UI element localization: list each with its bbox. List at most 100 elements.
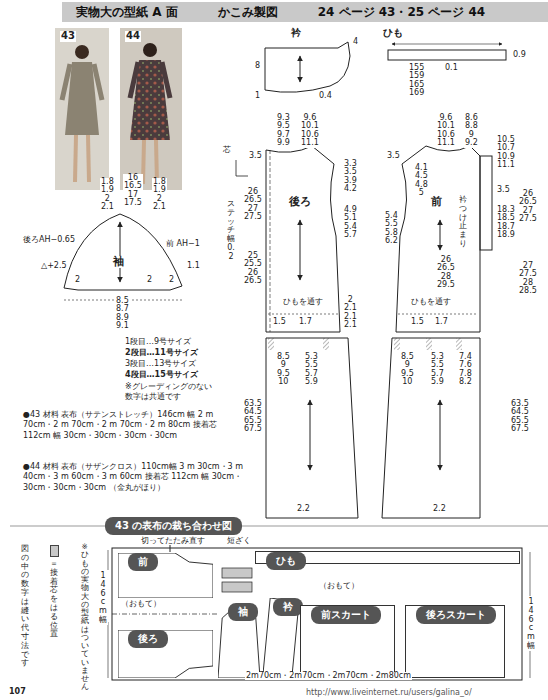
cutting-layout — [10, 526, 548, 686]
pattern-piece: 後ろ — [118, 630, 213, 678]
dimension-stack: 8.5 9 9.5 10 — [276, 353, 291, 387]
header-band: 実物大の型紙 A 面 かこみ製図 24 ページ 43・25 ページ 44 — [62, 2, 548, 22]
dimension-stack: 8.5 9 9.5 10 — [400, 353, 415, 387]
dimension-stack: 9.6 10.1 10.6 11.1 — [436, 114, 456, 148]
text-label: ●44 材料 表布（サザンクロス）110cm幅 3 m 30cm・3 m 40c… — [22, 462, 246, 493]
dimension-stack: 63.5 64.5 65.5 67.5 — [243, 400, 263, 434]
legend-text: ＝接着芯をはる位置 — [49, 560, 59, 639]
text-label: （おもて） — [120, 600, 162, 608]
text-label: 2.2 — [432, 505, 447, 513]
text-label: 2 — [168, 276, 175, 284]
piece-name: 後ろスカート — [416, 606, 496, 624]
vertical-note: 146 cm 幅 — [98, 572, 108, 625]
text-label: 43 — [60, 31, 76, 42]
text-label: ひもを通す — [410, 298, 452, 306]
header-text: かこみ製図 — [218, 4, 278, 21]
text-label: 8 — [254, 62, 261, 70]
text-label: 2 — [146, 276, 153, 284]
dimension-stack: 25 25.5 26 26.5 — [243, 252, 263, 286]
text-label: 0.1 — [444, 64, 459, 72]
text-label: 衿 — [290, 28, 302, 39]
text-label: 4段目…15号サイズ — [124, 371, 199, 379]
text-label: 3段目…13号サイズ — [124, 360, 197, 368]
piece-name: 後ろ — [128, 630, 168, 648]
text-label: 107 — [8, 688, 27, 696]
dimension-stack: 5.4 5.5 5.8 6.2 — [384, 212, 399, 246]
dimension-stack: 16 16.5 17 17.5 — [123, 174, 143, 208]
text-label: 1.5 — [272, 318, 287, 326]
dimension-stack: 9.6 10.1 10.6 11.1 — [300, 114, 320, 148]
vertical-note: ※ひもの実物大の型紙はついていません — [80, 543, 90, 692]
dimension-stack: 18.3 18.5 18.7 18.9 — [496, 206, 516, 240]
text-label: 0.9 — [512, 51, 527, 59]
dimension-stack: 5.3 5.5 5.7 5.9 — [304, 353, 319, 387]
dimension-stack: 5.3 5.5 5.7 5.9 — [430, 353, 445, 387]
text-label: △+2.5 — [40, 262, 68, 270]
pattern-draft — [64, 42, 506, 518]
text-label: 芯 — [222, 146, 232, 154]
pattern-piece: 衿 — [263, 598, 299, 678]
text-label: 2.2 — [296, 505, 311, 513]
dimension-stack: 27 27.5 28 28.5 — [518, 262, 538, 296]
dimension-stack: 26 26.5 28 29.5 — [436, 256, 456, 290]
vertical-note: 図の中の数字は縫い代寸法です — [20, 545, 30, 668]
piece-name: 前 — [128, 553, 158, 571]
piece-name: 前スカート — [311, 606, 381, 624]
text-label: 1 — [254, 92, 261, 100]
text-label: ひもを通す — [282, 298, 324, 306]
legend-swatch — [50, 545, 59, 557]
text-label: 2m70cm・2m70cm・2m70cm・2m80cm — [245, 672, 412, 680]
text-label: 1.1 — [186, 262, 201, 270]
text-label: 2段目…11号サイズ — [124, 349, 199, 357]
text-label: 3.5 — [248, 152, 263, 160]
text-label: 1.7 — [298, 318, 313, 326]
dimension-stack: 155 159 165 169 — [408, 64, 425, 98]
pattern-piece: 前 — [118, 553, 213, 598]
dimension-stack: 63.5 64.5 65.5 67.5 — [510, 400, 530, 434]
text-label: ひも — [382, 28, 404, 39]
dimension-stack: 8.6 8.8 9 9.2 — [464, 114, 479, 148]
pattern-piece: 後ろスカート — [405, 605, 505, 678]
text-label: 前 — [430, 196, 443, 208]
dimension-stack: 26 26.5 27 27.5 — [243, 188, 263, 222]
text-label: 前 AH−1 — [165, 240, 201, 248]
text-label: 1.7 — [434, 318, 449, 326]
dimension-stack: 4.9 5.1 5.4 5.7 — [343, 206, 358, 240]
dimension-stack: 10.5 10.7 10.9 11.1 — [496, 136, 516, 170]
text-label: 後ろ — [288, 196, 312, 208]
text-label: ●43 材料 表布（サテンストレッチ）146cm 幅 2 m 70cm・2 m … — [22, 410, 246, 441]
text-label: 後ろAH−0.65 — [22, 236, 76, 244]
piece-name: ひも — [266, 552, 306, 570]
section-heading: 43 の表布の裁ち合わせ図 — [105, 517, 242, 535]
pattern-piece: 前スカート — [300, 605, 395, 678]
dimension-stack: 8.5 8.7 8.9 9.1 — [115, 297, 130, 331]
text-label: 3.5 — [496, 186, 511, 194]
piece-name: 衿 — [273, 598, 303, 616]
pattern-piece: 袖 — [218, 603, 260, 678]
dimension-stack: 9.3 9.5 9.7 9.9 — [276, 114, 291, 148]
dimension-stack: 2 2.1 2.1 2.1 — [343, 296, 358, 330]
piece-name: 袖 — [228, 603, 258, 621]
dimension-stack: 7.4 7.6 7.8 8.2 — [458, 353, 473, 387]
vertical-note: ステッチ幅 0.2 — [226, 200, 236, 262]
dimension-stack: 4.1 4.5 4.8 5 — [414, 164, 429, 198]
text-label: 1.5 — [410, 318, 425, 326]
vertical-note: 衿つけ止まり — [458, 196, 468, 249]
photo — [55, 28, 182, 190]
dimension-stack: 1.8 1.9 2 2.1 — [152, 178, 167, 212]
text-label: 切ってたたみ直す — [140, 537, 206, 545]
dimension-stack: 3.3 3.5 3.9 4.2 — [343, 160, 358, 194]
text-label: 3.5 — [386, 152, 401, 160]
dimension-stack: 1.8 1.9 2 2.1 — [100, 178, 115, 212]
dimension-stack: 26 26.5 27 27.5 — [518, 190, 538, 224]
text-label: ※グレーディングのない数字は共通です — [124, 382, 216, 403]
text-label: 0.4 — [318, 92, 333, 100]
text-label: （おもて） — [318, 582, 360, 590]
header-text: 24 ページ 43・25 ページ 44 — [318, 4, 486, 21]
vertical-note: 146cm幅 — [526, 598, 536, 651]
text-label: 袖 — [112, 256, 125, 268]
text-label: 44 — [125, 31, 141, 42]
text-label: http://www.liveinternet.ru/users/galina_… — [305, 689, 473, 697]
header-text: 実物大の型紙 A 面 — [76, 4, 178, 21]
text-label: 4 — [352, 38, 359, 46]
